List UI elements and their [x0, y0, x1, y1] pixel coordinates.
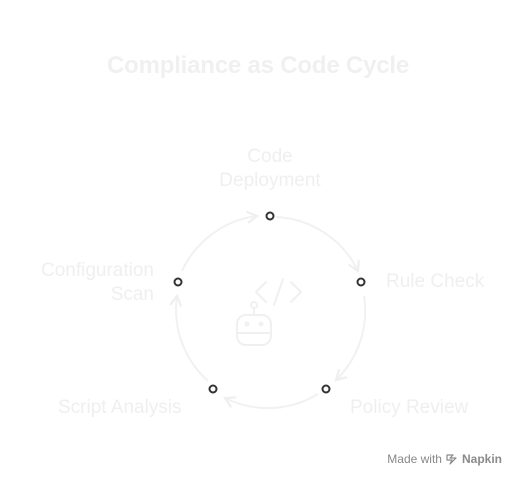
- arc-rule-to-policy: [334, 295, 367, 382]
- arc-deploy-to-rule: [275, 216, 360, 274]
- label-code-deployment: Code Deployment: [195, 145, 345, 193]
- robot-icon: [236, 301, 272, 346]
- arc-script-to-config: [169, 293, 209, 382]
- napkin-logo-icon: [446, 454, 457, 465]
- arc-config-to-deploy: [181, 210, 260, 272]
- label-configuration-scan-line1: Configuration: [40, 260, 154, 281]
- node-configuration-scan: [173, 277, 183, 287]
- diagram-title: Compliance as Code Cycle: [107, 52, 409, 79]
- label-script-analysis: Script Analysis: [58, 397, 182, 418]
- made-with-text: Made with: [387, 452, 442, 466]
- node-code-deployment: [265, 211, 275, 221]
- arc-policy-to-script: [222, 393, 319, 410]
- napkin-brand-text: Napkin: [461, 452, 502, 466]
- node-script-analysis: [208, 384, 218, 394]
- label-configuration-scan-line2: Scan: [110, 284, 154, 305]
- code-brackets-icon: [255, 278, 302, 306]
- node-policy-review: [321, 384, 331, 394]
- label-code-deployment-line1: Code: [247, 146, 293, 167]
- label-policy-review: Policy Review: [350, 397, 469, 418]
- label-rule-check: Rule Check: [386, 271, 485, 292]
- made-with-napkin-badge[interactable]: Made with Napkin: [387, 452, 502, 466]
- label-configuration-scan: Configuration Scan: [41, 259, 154, 307]
- node-rule-check: [356, 277, 366, 287]
- label-code-deployment-line2: Deployment: [219, 170, 321, 191]
